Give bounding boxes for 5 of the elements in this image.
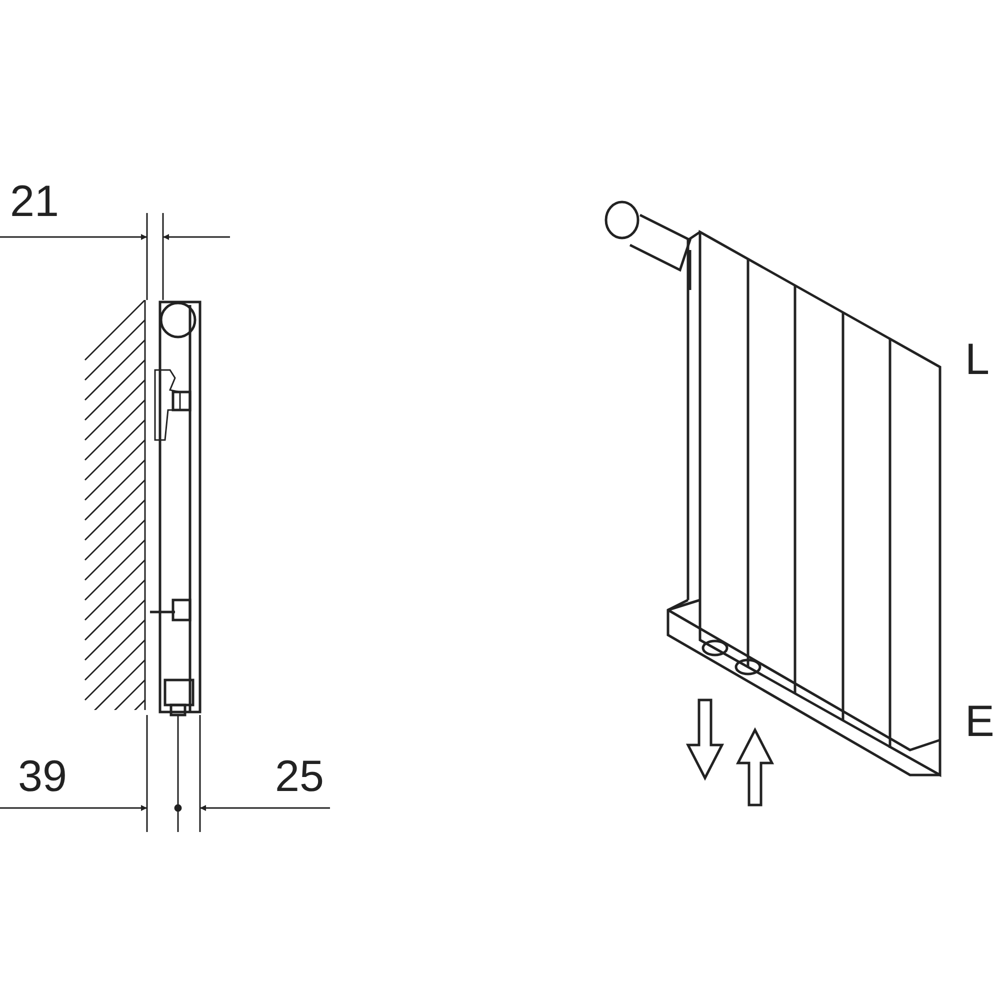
dimension-label: 25 [275, 755, 324, 799]
side-label: E [965, 700, 994, 744]
dimension-label: 21 [10, 180, 59, 224]
dimension-label: 39 [18, 755, 67, 799]
side-label: L [965, 338, 990, 382]
